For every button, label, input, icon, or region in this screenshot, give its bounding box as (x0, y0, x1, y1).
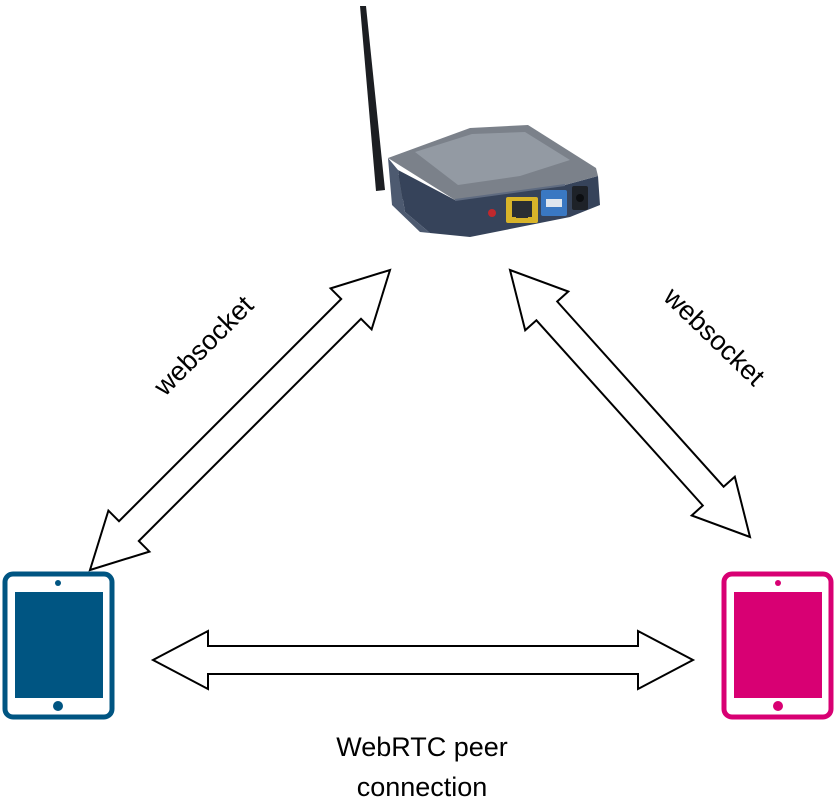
router-led (488, 209, 496, 217)
tablet-right-home-button (773, 701, 783, 711)
arrow-router-right-device (508, 268, 752, 539)
router-power-hole (576, 194, 584, 202)
tablet-right (721, 571, 834, 720)
tablet-left-home-button (53, 701, 63, 711)
tablet-left (2, 571, 115, 720)
tablet-left-camera (55, 580, 61, 586)
router-ethernet-jack (512, 201, 532, 217)
tablet-right-screen (734, 592, 822, 698)
tablet-left-screen (15, 592, 103, 698)
arrow-peer-connection (150, 629, 696, 691)
router-node (360, 6, 600, 237)
router-antenna (360, 6, 385, 191)
edge-label-websocket-right: websocket (657, 281, 771, 392)
edge-label-webrtc-line1: WebRTC peer (336, 732, 508, 762)
router-front-edge (454, 184, 566, 201)
router-ethernet-clip (516, 214, 528, 218)
edge-label-websocket-left: websocket (147, 290, 259, 402)
edge-label-webrtc-line2: connection (357, 772, 488, 802)
arrow-left-device-router (88, 268, 392, 572)
tablet-right-camera (775, 580, 781, 586)
router-usb-slot (546, 199, 562, 207)
router-top-highlight (415, 132, 570, 185)
router-body-front (398, 170, 600, 237)
router-body-side (388, 158, 430, 233)
